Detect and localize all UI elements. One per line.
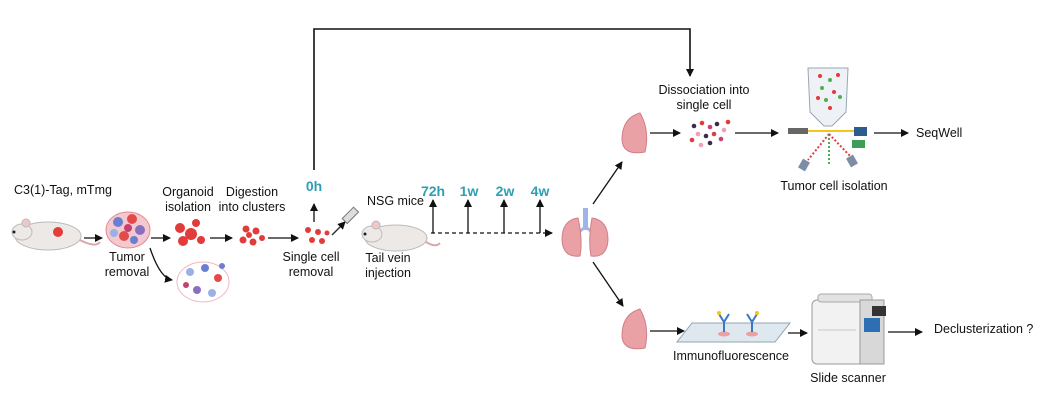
nsg-mice-label: NSG mice — [367, 194, 424, 208]
dissociated-tissue-icon — [176, 261, 230, 303]
tumor-cell-isolation-label: Tumor cell isolation — [780, 179, 888, 193]
timepoint-4w: 4w — [530, 183, 550, 199]
organoids-icon — [175, 219, 205, 246]
slide-scanner-label: Slide scanner — [810, 371, 886, 385]
seqwell-label: SeqWell — [916, 126, 963, 140]
declusterization-label: Declusterization ? — [934, 322, 1034, 336]
timepoint-0h: 0h — [305, 178, 323, 194]
timepoint-2w: 2w — [495, 183, 515, 199]
immunofluorescence-label: Immunofluorescence — [672, 349, 790, 363]
lung-lobe-upper-icon — [621, 112, 648, 154]
tumor-icon — [105, 211, 151, 249]
slide-scanner-icon — [811, 293, 886, 365]
direct-path-arrow — [313, 28, 694, 170]
lung-lobe-lower-icon — [621, 308, 648, 350]
timepoint-1w: 1w — [459, 183, 479, 199]
syringe-icon — [331, 206, 360, 236]
mouse-model-label: C3(1)-Tag, mTmg — [14, 183, 112, 197]
nsg-mouse-icon — [361, 220, 441, 252]
clusters-icon — [239, 225, 265, 246]
cell-sorter-icon — [788, 67, 867, 172]
slide-icon — [675, 311, 792, 343]
dissociated-cells-icon — [689, 119, 731, 148]
mouse-icon — [11, 218, 101, 251]
single-cells-icon — [305, 227, 330, 244]
lungs-icon — [561, 208, 609, 257]
timepoint-72h: 72h — [420, 183, 446, 199]
